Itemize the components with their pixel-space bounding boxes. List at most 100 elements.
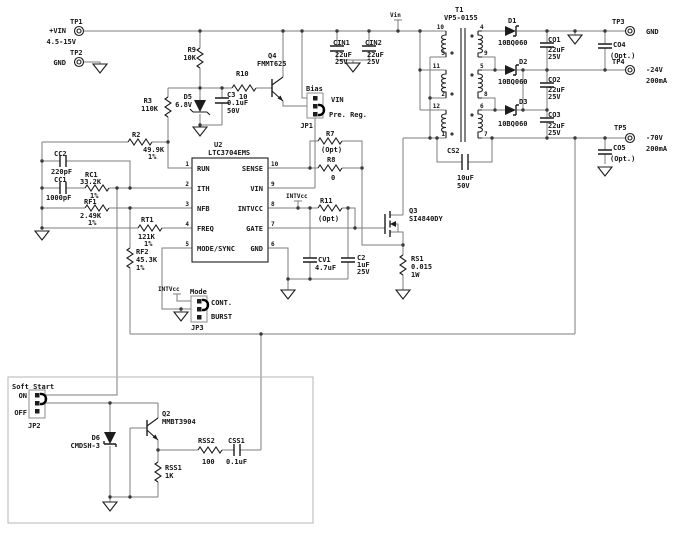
svg-text:VP5-0155: VP5-0155 (444, 14, 478, 22)
capacitor-co1: CO1 22uF 25V (540, 36, 565, 61)
diode-d2: D2 10BQ060 (498, 58, 528, 86)
svg-text:(Opt): (Opt) (321, 146, 342, 154)
capacitor-c3: C3 0.1uF 50V (215, 91, 248, 115)
svg-text:JP1: JP1 (300, 122, 313, 130)
resistor-rss2: RSS2 100 (197, 437, 223, 466)
svg-text:10: 10 (271, 161, 279, 168)
soft-start-title: Soft Start (12, 383, 54, 391)
tp2-testpoint: TP2 GND (53, 49, 109, 74)
zener-d5: D5 6.8V (175, 93, 211, 137)
svg-text:25V: 25V (548, 53, 561, 61)
svg-text:7: 7 (484, 131, 488, 138)
mosfet-q3: Q3 SI4840DY (384, 207, 444, 237)
resistor-r10: R10 10 (231, 70, 257, 101)
svg-text:10: 10 (437, 24, 445, 31)
svg-text:1%: 1% (136, 264, 145, 272)
svg-text:1%: 1% (144, 240, 153, 248)
svg-text:JP3: JP3 (191, 324, 204, 332)
svg-text:25V: 25V (367, 58, 380, 66)
ground-symbol (101, 501, 119, 512)
svg-text:1000pF: 1000pF (46, 194, 71, 202)
resistor-r3: R3 110K (141, 96, 172, 118)
wires (41, 19, 626, 502)
svg-text:33.2K: 33.2K (80, 178, 102, 186)
compensation-section: CC2 220pF CC1 1000pF RC1 33.2K 1% RF1 2.… (33, 150, 163, 272)
svg-text:10BQ060: 10BQ060 (498, 78, 528, 86)
diode-d6: D6 CMDSH-3 (70, 432, 117, 450)
capacitor-co4: CO4 (Opt.) (598, 41, 635, 60)
resistor-rs1: RS1 0.015 1W (399, 254, 432, 279)
svg-text:5: 5 (185, 241, 189, 248)
ground-symbol (91, 63, 109, 74)
svg-text:4: 4 (185, 221, 189, 228)
intvcc-net-label: INTVcc (286, 193, 308, 200)
svg-text:R10: R10 (236, 70, 249, 78)
jp1-shunt (317, 103, 326, 117)
svg-text:6: 6 (271, 241, 275, 248)
soft-start-section: Soft Start ON OFF JP2 Q2 MMBT3904 D6 CMD… (7, 376, 314, 524)
svg-text:25V: 25V (548, 129, 561, 137)
svg-text:R9: R9 (188, 46, 196, 54)
svg-text:Mode: Mode (190, 288, 207, 296)
svg-text:RSS1: RSS1 (165, 464, 182, 472)
svg-text:3: 3 (441, 50, 445, 57)
capacitor-co5: CO5 (Opt.) (596, 144, 635, 177)
soft-start-border (7, 376, 314, 524)
capacitor-cin1: CIN1 22uF 25V (330, 39, 352, 66)
vin-range-label: 4.5-15V (46, 38, 76, 46)
svg-text:CC1: CC1 (54, 176, 67, 184)
svg-text:4: 4 (480, 24, 484, 31)
svg-text:MMBT3904: MMBT3904 (162, 418, 196, 426)
diode-d3: D3 10BQ060 (498, 98, 528, 128)
resistor-rf2: RF2 45.3K 1% (126, 247, 158, 272)
svg-text:CO1: CO1 (548, 36, 561, 44)
output-section: D1 10BQ060 D2 10BQ060 D3 10BQ060 CO1 22u… (498, 17, 635, 177)
svg-text:(Opt.): (Opt.) (610, 155, 635, 163)
svg-text:D3: D3 (519, 98, 527, 106)
svg-text:RF1: RF1 (84, 198, 97, 206)
svg-text:10uF: 10uF (457, 174, 474, 182)
jumper-jp1: Bias VIN Pre. Reg. JP1 (300, 85, 367, 130)
svg-text:220pF: 220pF (51, 168, 72, 176)
tp4-current: 200mA (646, 77, 668, 85)
svg-text:8: 8 (271, 201, 275, 208)
svg-text:1%: 1% (148, 153, 157, 161)
tp4-testpoint: TP4 -24V 200mA (612, 58, 668, 85)
resistor-r7: R7 (Opt) (317, 130, 343, 154)
transistor-q2: Q2 MMBT3904 (146, 410, 196, 441)
ground-symbol (33, 230, 51, 241)
svg-text:22uF: 22uF (335, 51, 352, 59)
svg-text:100: 100 (202, 458, 215, 466)
svg-text:CO5: CO5 (613, 144, 626, 152)
capacitor-cv1: CV1 4.7uF (303, 256, 336, 272)
junction-dots (40, 29, 607, 499)
resistor-r8: R8 0 (317, 156, 343, 182)
svg-text:CMDSH-3: CMDSH-3 (70, 442, 100, 450)
ground-symbol (394, 289, 412, 300)
tp4-voltage: -24V (646, 66, 664, 74)
svg-text:CO4: CO4 (613, 41, 626, 49)
svg-text:JP2: JP2 (28, 422, 41, 430)
svg-text:1: 1 (185, 161, 189, 168)
input-caps-section: CIN1 22uF 25V CIN2 22uF 25V Vin (330, 12, 401, 73)
resistor-rt1: RT1 121K 1% (137, 216, 163, 248)
svg-text:1uF: 1uF (357, 261, 370, 269)
svg-text:OFF: OFF (14, 409, 27, 417)
svg-text:22uF: 22uF (548, 46, 565, 54)
capacitor-cc1: CC1 1000pF (46, 176, 71, 202)
svg-text:50V: 50V (227, 107, 240, 115)
svg-text:0.1uF: 0.1uF (227, 99, 248, 107)
tp5-current: 200mA (646, 145, 668, 153)
capacitor-css1: CSS1 0.1uF (226, 437, 247, 466)
svg-text:R2: R2 (132, 131, 140, 139)
svg-text:10BQ060: 10BQ060 (498, 120, 528, 128)
svg-text:BURST: BURST (211, 313, 232, 321)
svg-text:1%: 1% (88, 219, 97, 227)
svg-text:22uF: 22uF (548, 122, 565, 130)
intvcc-net-label-2: INTVcc (158, 286, 180, 293)
svg-text:5: 5 (480, 63, 484, 70)
tp3-testpoint: TP3 GND (612, 18, 659, 37)
resistor-rss1: RSS1 1K (154, 461, 182, 483)
